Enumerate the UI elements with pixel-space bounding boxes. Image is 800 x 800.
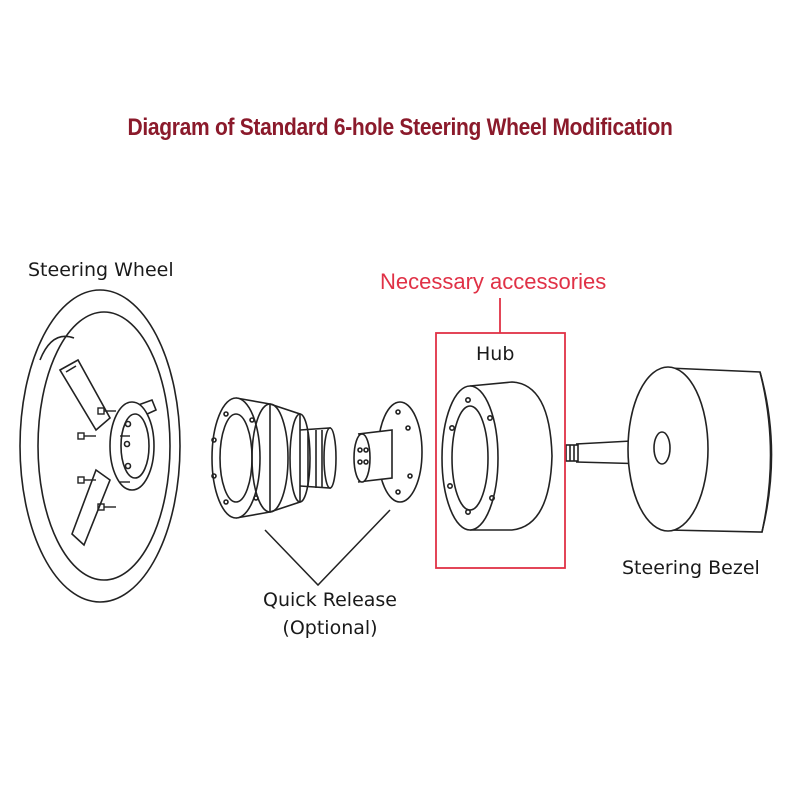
steering-bezel-label: Steering Bezel	[622, 557, 760, 579]
quick-release-label: Quick Release	[262, 589, 397, 611]
hub-label: Hub	[476, 343, 515, 365]
steering-bezel-illustration	[565, 366, 773, 533]
quick-release-illustration	[211, 397, 423, 587]
optional-label: (Optional)	[282, 617, 378, 639]
steering-wheel-label: Steering Wheel	[28, 259, 174, 281]
diagram-title: Diagram of Standard 6-hole Steering Whee…	[127, 114, 673, 141]
steering-wheel-illustration	[19, 289, 181, 603]
hub-illustration	[441, 381, 553, 531]
necessary-accessories-label: Necessary accessories	[380, 269, 607, 294]
